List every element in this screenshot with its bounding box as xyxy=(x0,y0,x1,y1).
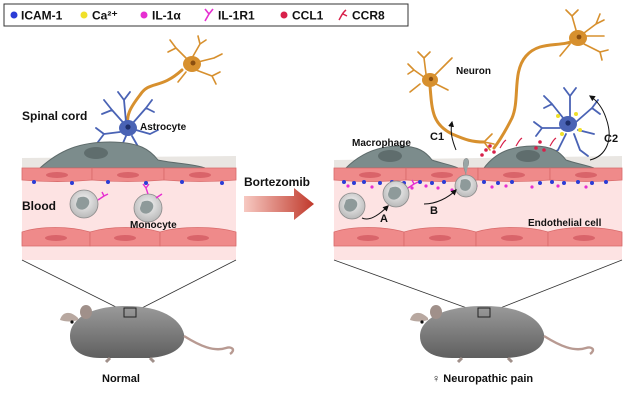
macrophage-nucleus xyxy=(378,150,402,162)
calcium-dots xyxy=(556,112,582,136)
normal-panel xyxy=(21,35,237,364)
il1a-dot-icon xyxy=(140,11,148,19)
zoom-lines-right xyxy=(333,259,623,313)
legend-calcium: Ca²⁺ xyxy=(92,9,118,23)
label-macrophage: Macrophage xyxy=(352,138,411,149)
il1r1-receptor-icon xyxy=(204,8,214,22)
endothelium-top-right xyxy=(333,167,623,182)
bortezomib-arrow xyxy=(244,188,314,220)
legend-il1r1: IL-1R1 xyxy=(218,9,255,23)
ccl1-dot-icon xyxy=(280,11,288,19)
monocyte-left-1 xyxy=(69,189,99,219)
icam1-dots-left xyxy=(32,180,224,185)
macrophage xyxy=(344,145,459,169)
label-endothelial-cell: Endothelial cell xyxy=(528,218,602,229)
label-c2: C2 xyxy=(604,133,618,145)
glia-left-nucleus xyxy=(84,147,108,159)
legend-ccl1: CCL1 xyxy=(292,9,324,23)
label-c1: C1 xyxy=(430,131,444,143)
macrophage-right-nucleus xyxy=(516,150,540,162)
legend-il1a: IL-1α xyxy=(152,9,181,23)
label-normal: Normal xyxy=(102,373,140,385)
label-blood: Blood xyxy=(22,199,56,213)
monocyte-right-1 xyxy=(338,192,366,220)
neuron-left xyxy=(126,35,223,130)
endothelium-top-left xyxy=(21,167,237,182)
astrocyte-right xyxy=(533,87,601,157)
label-monocyte: Monocyte xyxy=(130,220,177,231)
monocyte-transmigrating xyxy=(454,158,478,198)
label-neuron: Neuron xyxy=(456,66,491,77)
zoom-lines-left xyxy=(21,259,237,313)
mouse-right xyxy=(410,305,595,364)
legend-icam1: ICAM-1 xyxy=(21,9,63,23)
icam1-dot-icon xyxy=(10,11,18,19)
endothelium-bottom-right xyxy=(333,227,623,247)
legend-box xyxy=(3,3,409,27)
label-spinal-cord: Spinal cord xyxy=(22,109,87,123)
pain-panel xyxy=(333,9,623,364)
label-b: B xyxy=(430,205,438,217)
arrow-a xyxy=(361,205,389,220)
label-bortezomib: Bortezomib xyxy=(244,175,310,189)
calcium-dot-icon xyxy=(80,11,88,19)
monocyte-right-2 xyxy=(382,179,419,208)
ccl1-dots xyxy=(480,140,546,157)
ccr8-receptor-icon xyxy=(338,9,348,21)
label-neuropathic-pain: ♀ Neuropathic pain xyxy=(432,373,533,385)
ccr8-receptors xyxy=(499,137,557,149)
il1r1-receptor-left xyxy=(97,191,109,201)
legend-ccr8: CCR8 xyxy=(352,9,385,23)
label-a: A xyxy=(380,213,388,225)
mouse-left xyxy=(60,305,235,364)
monocyte-left-2 xyxy=(133,183,163,223)
label-astrocyte: Astrocyte xyxy=(140,122,187,133)
neuron-right-top xyxy=(492,9,609,150)
arrow-c2 xyxy=(589,95,610,161)
arrow-c1 xyxy=(448,120,457,151)
legend: ICAM-1 Ca²⁺ IL-1α IL-1R1 CCL1 CCR8 xyxy=(3,3,409,27)
arrow-b xyxy=(423,189,457,205)
endothelium-bottom-left xyxy=(21,227,237,247)
glia-left xyxy=(38,141,206,169)
